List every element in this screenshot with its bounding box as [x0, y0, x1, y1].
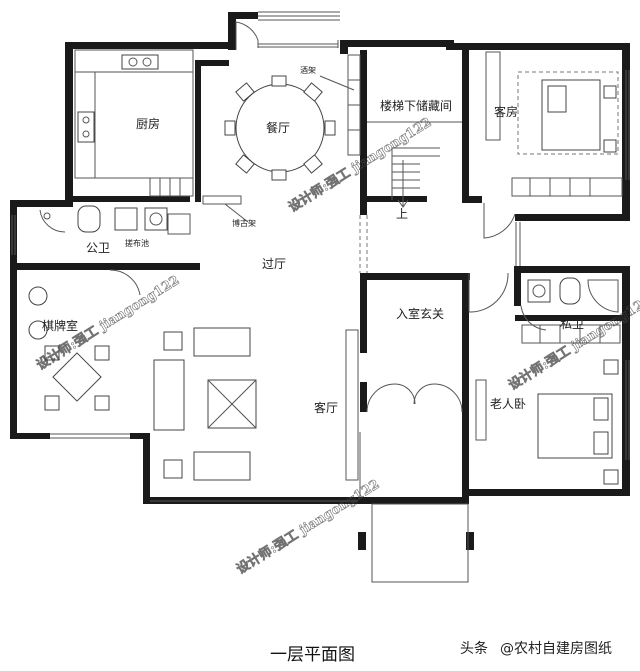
label-entrance: 入室玄关 [396, 306, 444, 321]
credit-logo: 头条 [460, 640, 488, 657]
elder-bedroom-furniture [475, 324, 621, 485]
label-curio: 博古架 [232, 218, 256, 228]
dining-table [202, 54, 361, 223]
label-hallway: 过厅 [262, 257, 286, 271]
stairs [359, 121, 462, 273]
watermark: 设计师:强工 jiangong122 [234, 476, 383, 577]
label-kitchen: 厨房 [136, 116, 160, 131]
label-dining: 餐厅 [266, 120, 290, 135]
label-living: 客厅 [314, 400, 338, 415]
label-wine-rack: 酒架 [300, 66, 316, 75]
private-wc-fixtures [527, 277, 619, 313]
credit: 头条 @农村自建房图纸 [460, 640, 612, 657]
doors [39, 21, 547, 413]
label-public-wc: 公卫 [86, 241, 110, 255]
mahjong-furniture [28, 286, 110, 411]
label-mahjong: 棋牌室 [42, 318, 78, 333]
label-elder-bedroom: 老人卧 [490, 397, 526, 411]
kitchen-fixtures [74, 49, 194, 197]
guest-room-furniture [485, 51, 623, 197]
public-wc-fixtures [43, 205, 191, 235]
living-furniture [153, 327, 361, 497]
label-guest-room: 客房 [494, 104, 518, 119]
credit-text: @农村自建房图纸 [500, 641, 612, 657]
windows [11, 11, 630, 502]
room-labels: 厨房 餐厅 酒架 楼梯下储藏间 客房 上 公卫 搓布池 博古架 过厅 棋牌室 客… [42, 66, 584, 415]
label-up: 上 [396, 207, 408, 221]
label-laundry: 搓布池 [125, 238, 149, 248]
label-private-wc: 私卫 [560, 317, 584, 331]
label-storage: 楼梯下储藏间 [380, 98, 452, 113]
watermarks: 设计师:强工 jiangong122 设计师:强工 jiangong122 设计… [33, 114, 640, 578]
plan-caption: 一层平面图 [270, 645, 355, 665]
